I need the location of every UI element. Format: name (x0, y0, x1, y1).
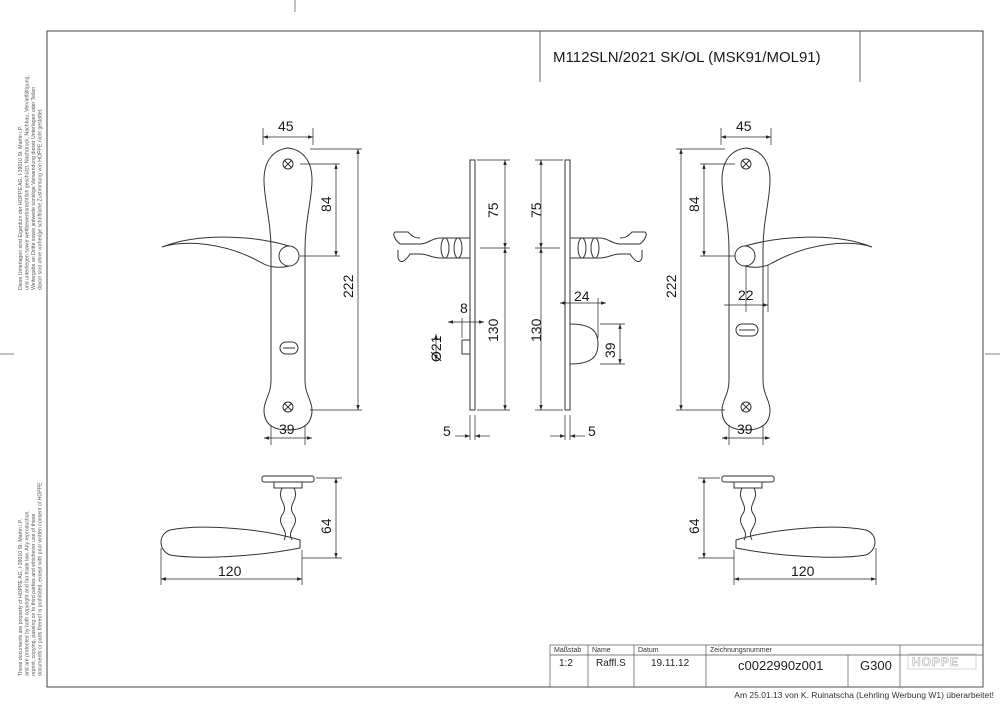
name-value: Raffl.S (596, 658, 626, 669)
hoppe-logo: HOPPE (907, 653, 977, 670)
svg-text:documents or parts thereof is: documents or parts thereof is prohibited… (38, 482, 44, 676)
dim-lever-left-120: 120 (218, 563, 242, 579)
svg-text:and are protected by both copy: and are protected by both copyright and … (25, 510, 31, 676)
lever-top-view-left (160, 475, 315, 558)
side-note-top: Diese Unterlagen sind Eigentum der HOPPE… (18, 75, 44, 290)
side-note-bottom: These documents are property of HOPPE AG… (18, 482, 44, 676)
lever-top-view-right (721, 475, 876, 558)
dim-lever-left-64: 64 (318, 518, 334, 534)
date-label: Datum (638, 647, 659, 654)
svg-text:HOPPE: HOPPE (912, 655, 959, 669)
dim-right-22: 22 (738, 287, 754, 303)
svg-text:reprint, copying, passing on t: reprint, copying, passing on to third pa… (31, 514, 37, 676)
svg-text:davon sind ohne vorherige schr: davon sind ohne vorherige schriftliche Z… (38, 108, 44, 290)
side-view-right (564, 159, 647, 411)
dim-side-left-75: 75 (485, 202, 501, 218)
svg-text:These documents are property o: These documents are property of HOPPE AG… (18, 519, 24, 676)
dim-left-height: 222 (340, 274, 356, 298)
dim-side-left-dia: Ø21 (428, 335, 444, 362)
dim-side-right-24: 24 (574, 288, 590, 304)
drawing-title: M112SLN/2021 SK/OL (MSK91/MOL91) (553, 49, 821, 66)
right-front-view (721, 147, 873, 431)
sheet-frame (46, 30, 984, 688)
title-block (549, 644, 984, 688)
dim-right-height: 222 (663, 274, 679, 298)
dim-left-width: 45 (278, 118, 294, 134)
dim-side-left-8: 8 (460, 300, 468, 316)
backplate-right (721, 147, 771, 431)
dim-left-upper: 84 (318, 196, 334, 212)
dim-right-upper: 84 (686, 196, 702, 212)
name-label: Name (592, 647, 611, 654)
dim-right-bottom: 39 (737, 421, 753, 437)
dim-side-right-75: 75 (528, 202, 544, 218)
scale-value: 1:2 (559, 658, 573, 669)
dim-lever-right-64: 64 (686, 518, 702, 534)
svg-text:Diese Unterlagen sind Eigentum: Diese Unterlagen sind Eigentum der HOPPE… (18, 126, 24, 290)
dim-side-right-130: 130 (528, 318, 544, 342)
lever-right (744, 236, 873, 268)
dim-side-right-39: 39 (602, 342, 618, 358)
backplate-left (263, 147, 313, 431)
dim-side-right-5: 5 (588, 423, 596, 439)
lever-left (161, 236, 290, 268)
svg-text:und unterliegen sowie wettbewe: und unterliegen sowie wettbewerbsrechtli… (25, 75, 31, 290)
scale-label: Maßstab (554, 647, 581, 654)
dim-side-left-5: 5 (443, 423, 451, 439)
dim-right-width: 45 (736, 118, 752, 134)
svg-text:Weitergabe an Dritte sowie jed: Weitergabe an Dritte sowie jedwede sonst… (31, 87, 37, 290)
dim-lever-right-120: 120 (791, 563, 815, 579)
drawing-number-value: c0022990z001 (738, 658, 823, 673)
dim-side-left-130: 130 (485, 318, 501, 342)
drawing-code: G300 (860, 658, 892, 673)
date-value: 19.11.12 (651, 658, 690, 669)
drawing-number-label: Zeichnungsnummer (710, 647, 773, 654)
revision-note: Am 25.01.13 von K. Ruinatscha (Lehrling … (734, 690, 994, 700)
side-view-left (393, 159, 476, 411)
left-front-view (161, 147, 313, 431)
dim-left-bottom: 39 (279, 421, 295, 437)
